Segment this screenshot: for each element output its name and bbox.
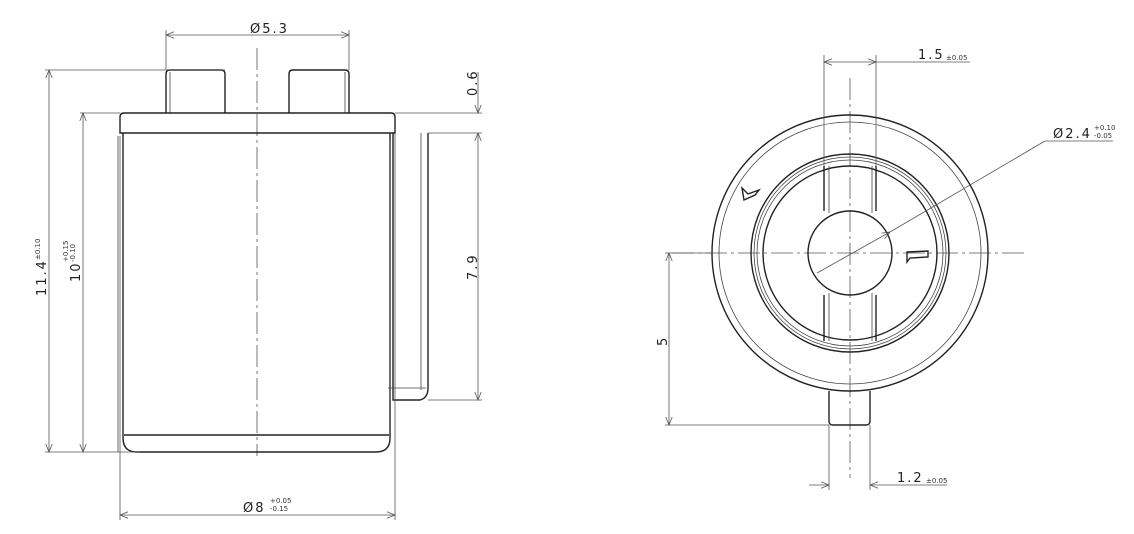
mark-l bbox=[740, 185, 762, 202]
body-diameter-tol-lower: -0.15 bbox=[270, 505, 288, 513]
left-pin bbox=[165, 69, 226, 113]
top-view: 1.5 ±0.05 Ø2.4 +0.10 -0.05 5 1.2 ±0.05 bbox=[656, 48, 1115, 490]
slot-width-label: 1.5 bbox=[918, 48, 945, 63]
bottom-tab bbox=[828, 391, 871, 426]
side-tab bbox=[388, 133, 429, 401]
body-height-label: 10 bbox=[69, 261, 84, 282]
tab-width-label: 1.2 bbox=[897, 471, 924, 486]
slot-lines bbox=[823, 55, 877, 341]
hub-diameter-tol-lower: -0.05 bbox=[1094, 132, 1112, 140]
body-height-tol-lower: -0.10 bbox=[69, 244, 77, 262]
inner-ring bbox=[750, 153, 950, 353]
hub-diameter-tol-upper: +0.10 bbox=[1094, 124, 1115, 132]
body-diameter-label: Ø8 bbox=[243, 501, 266, 516]
tab-width-tolerance: ±0.05 bbox=[926, 477, 947, 485]
flange-offset-label: 0.6 bbox=[466, 69, 481, 96]
right-pin bbox=[288, 69, 350, 113]
overall-height-label: 11.4 bbox=[35, 259, 50, 296]
side-view: Ø5.3 11.4 ±0.10 10 +0.15 -0.10 0.6 7.9 bbox=[34, 22, 482, 520]
mark-1 bbox=[906, 250, 929, 265]
hub bbox=[807, 210, 893, 296]
body bbox=[122, 133, 391, 453]
top-diameter-label: Ø5.3 bbox=[250, 22, 289, 37]
top-flange bbox=[119, 112, 396, 134]
hub-diameter-label: Ø2.4 bbox=[1053, 127, 1092, 142]
tab-offset-label: 5 bbox=[656, 336, 671, 346]
body-height-tol-upper: +0.15 bbox=[62, 241, 70, 262]
overall-height-tolerance: ±0.10 bbox=[34, 239, 42, 260]
tab-length-label: 7.9 bbox=[466, 253, 481, 280]
slot-width-tolerance: ±0.05 bbox=[946, 54, 967, 62]
body-diameter-tol-upper: +0.05 bbox=[270, 497, 291, 505]
